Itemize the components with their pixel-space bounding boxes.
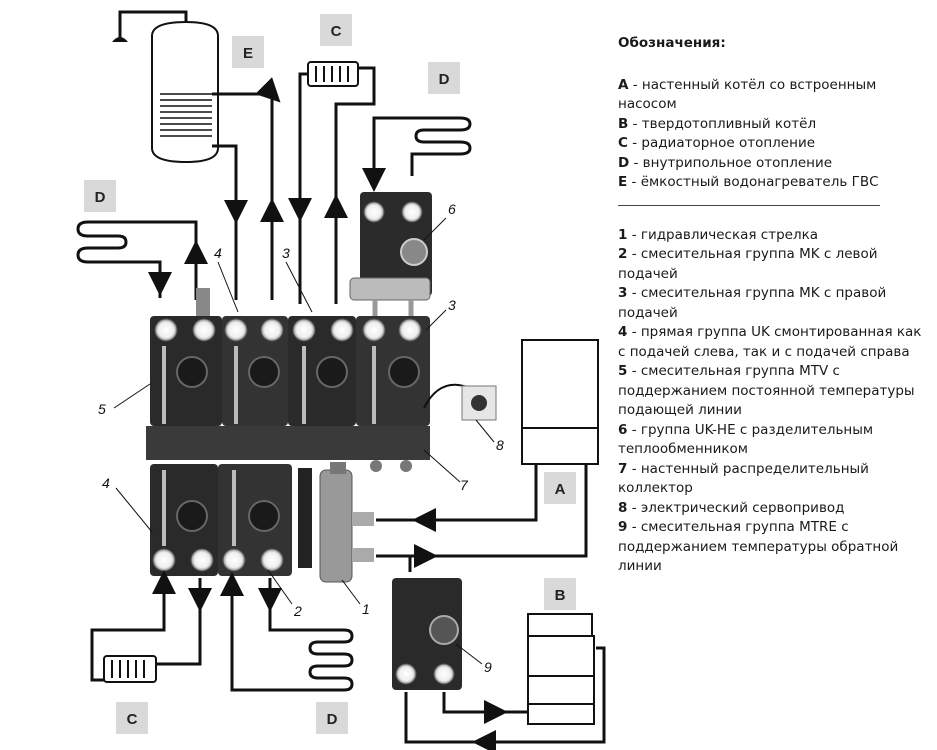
svg-text:C: C: [331, 23, 342, 40]
svg-text:7: 7: [460, 477, 469, 493]
callout-3-top: 3: [282, 245, 313, 313]
svg-text:B: B: [555, 587, 566, 604]
legend-component-item: 9 - смесительная группа MTRE с поддержан…: [618, 519, 899, 574]
svg-text:D: D: [95, 189, 106, 206]
svg-text:2: 2: [293, 603, 302, 619]
underfloor-loop-icon: [362, 116, 472, 192]
callout-9: 9: [455, 643, 492, 675]
svg-text:5: 5: [98, 401, 106, 417]
callout-1: 1: [341, 579, 370, 617]
coil-icon: [160, 93, 212, 137]
legend-component-item: 8 - электрический сервопривод: [618, 499, 845, 516]
radiator-icon: [288, 61, 376, 304]
legend-component-item: 6 - группа UK-HE с разделительным теплоо…: [618, 421, 874, 458]
callout-7: 7: [423, 449, 469, 493]
callout-4-top: 4: [214, 245, 239, 313]
label-box-B: B: [544, 578, 576, 610]
legend-component-item: 3 - смесительная группа MK с правой пода…: [618, 285, 887, 321]
group-mtre: [392, 556, 606, 750]
label-box-C-bottom: C: [116, 702, 148, 734]
hydraulic-separator: [298, 462, 374, 583]
label-box-D-left: D: [84, 180, 116, 212]
radiator-icon: [90, 570, 212, 683]
svg-text:D: D: [439, 71, 450, 88]
svg-text:9: 9: [484, 659, 492, 675]
svg-text:3: 3: [448, 297, 456, 313]
svg-text:6: 6: [448, 201, 456, 217]
legend-component-item: 4 - прямая группа UK смонтированная как …: [618, 324, 922, 360]
legend-component-item: 7 - настенный распределительный коллекто…: [618, 460, 869, 497]
distribution-collector: [146, 426, 430, 472]
label-box-E: E: [232, 36, 264, 68]
label-box-D-top: D: [428, 62, 460, 94]
svg-text:4: 4: [102, 475, 110, 491]
legend-system-item: D - внутрипольное отопление: [618, 154, 833, 171]
upper-groups: [150, 288, 430, 426]
svg-text:3: 3: [282, 245, 290, 261]
servo-drive: [423, 383, 497, 421]
legend-component-item: 1 - гидравлическая стрелка: [618, 226, 819, 243]
legend-system-item: A - настенный котёл со встроенным насосо…: [618, 76, 877, 113]
label-box-A: A: [544, 472, 576, 504]
group-uk-he: [349, 192, 432, 318]
label-box-D-bottom: D: [316, 702, 348, 734]
legend-divider: [618, 204, 880, 206]
lower-groups: [150, 464, 292, 576]
svg-text:D: D: [327, 711, 338, 728]
legend-component-item: 2 - смесительная группа MK с левой подач…: [618, 246, 878, 282]
heating-schematic: E C D D A B C D: [76, 10, 606, 750]
water-heater-tank: [112, 10, 284, 300]
callout-4-left: 4: [102, 475, 153, 533]
callout-6: 6: [423, 201, 456, 241]
svg-text:4: 4: [214, 245, 222, 261]
shower-icon: [112, 37, 128, 42]
callout-2: 2: [267, 569, 302, 619]
legend-system-item: B - твердотопливный котёл: [618, 115, 817, 132]
svg-text:C: C: [127, 711, 138, 728]
label-box-C-top: C: [320, 14, 352, 46]
svg-text:1: 1: [362, 601, 370, 617]
svg-text:A: A: [555, 481, 566, 498]
callout-3-right: 3: [425, 297, 456, 331]
underfloor-loop-icon: [76, 220, 208, 300]
callout-5: 5: [98, 383, 151, 417]
legend-component-item: 5 - смесительная группа MTV с поддержани…: [618, 363, 915, 418]
solid-fuel-boiler: [527, 613, 595, 725]
legend-system-item: C - радиаторное отопление: [618, 135, 816, 151]
wall-boiler: [376, 339, 599, 568]
legend-system-item: E - ёмкостный водонагреватель ГВС: [618, 174, 879, 190]
legend: Обозначения: A - настенный котёл со встр…: [618, 34, 930, 577]
svg-text:8: 8: [496, 437, 504, 453]
legend-title: Обозначения:: [618, 35, 726, 51]
svg-text:E: E: [243, 45, 253, 62]
callout-8: 8: [475, 419, 504, 453]
underfloor-loop-icon: [220, 572, 354, 692]
